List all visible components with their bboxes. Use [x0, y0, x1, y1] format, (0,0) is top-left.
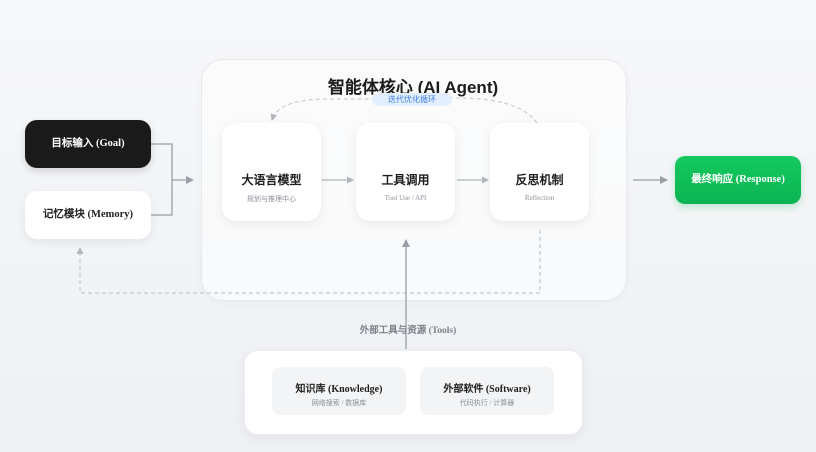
- memory-feedback-loop: [76, 230, 541, 294]
- input-merge-connector: [151, 143, 194, 216]
- software-tool-title: 外部软件 (Software): [443, 384, 531, 395]
- knowledge-tool-title: 知识库 (Knowledge): [295, 384, 383, 395]
- tool-use-module-card: 工具调用 Tool Use / API: [356, 123, 455, 221]
- core-title: 智能体核心 (AI Agent): [327, 78, 499, 97]
- reflection-module-subtitle: Reflection: [524, 194, 555, 202]
- reflection-module-title: 反思机制: [515, 173, 564, 187]
- response-output-node: 最终响应 (Response): [675, 156, 801, 204]
- llm-module-subtitle: 规划与推理中心: [247, 195, 296, 203]
- tools-section-label: 外部工具与资源 (Tools): [359, 326, 457, 336]
- software-tool-card: 外部软件 (Software) 代码执行 / 计算器: [420, 367, 554, 415]
- knowledge-tool-subtitle: 网络搜索 / 数据库: [311, 399, 367, 407]
- loop-label-badge: 迭代优化循环: [372, 93, 452, 106]
- llm-module-card: 大语言模型 规划与推理中心: [222, 123, 321, 221]
- goal-input-node: 目标输入 (Goal): [25, 120, 151, 168]
- software-tool-subtitle: 代码执行 / 计算器: [459, 399, 515, 407]
- reflection-module-card: 反思机制 Reflection: [490, 123, 589, 221]
- tool-use-module-subtitle: Tool Use / API: [384, 194, 427, 202]
- memory-module-node: 记忆模块 (Memory): [25, 191, 151, 239]
- tool-use-module-title: 工具调用: [381, 173, 430, 187]
- knowledge-tool-card: 知识库 (Knowledge) 网络搜索 / 数据库: [272, 367, 406, 415]
- llm-module-title: 大语言模型: [241, 173, 302, 187]
